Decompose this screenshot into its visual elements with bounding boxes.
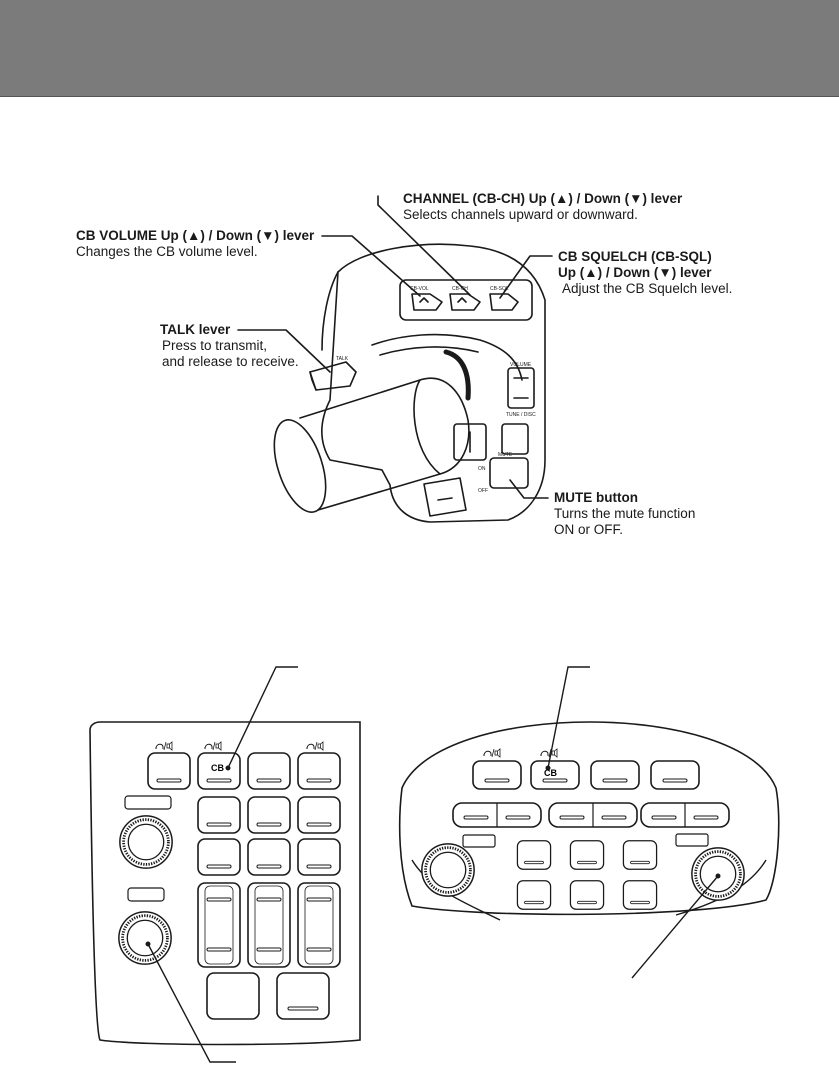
callout-talk: TALK lever Press to transmit, and releas… [160, 322, 299, 370]
cb-vol-lever [411, 293, 443, 311]
switch-housing [320, 243, 546, 523]
volume-rocker [507, 367, 535, 409]
handlebar-grip [299, 377, 470, 511]
mark-talk: TALK [336, 356, 349, 362]
right-cb-label: CB [544, 768, 557, 778]
callout-talk-title: TALK lever [160, 322, 231, 337]
callout-channel-title: CHANNEL (CB-CH) Up (▲) / Down (▼) lever [403, 191, 683, 206]
mark-mute: MUTE [498, 452, 513, 458]
callout-volume-desc: Changes the CB volume level. [76, 244, 258, 259]
mark-tune-disc: TUNE / DISC [506, 412, 536, 418]
top-lever-panel [399, 279, 533, 321]
mark-off: OFF [478, 488, 488, 494]
horn-button [423, 477, 467, 517]
mark-volume: VOLUME [510, 362, 532, 368]
mark-cb-sql: CB-SQL [490, 286, 509, 292]
header-rule [0, 96, 839, 97]
callout-mute: MUTE button Turns the mute function ON o… [554, 490, 695, 538]
callout-mute-desc-1: Turns the mute function [554, 506, 696, 521]
callout-squelch: CB SQUELCH (CB-SQL) Up (▲) / Down (▼) le… [558, 249, 732, 297]
mark-on: ON [478, 466, 486, 472]
mute-button-graphic [489, 457, 529, 489]
mark-cb-vol: CB-VOL [410, 286, 429, 292]
callout-volume-title: CB VOLUME Up (▲) / Down (▼) lever [76, 228, 315, 243]
left-control-panel [89, 666, 361, 1063]
callout-mute-title: MUTE button [554, 490, 638, 505]
callout-mute-desc-2: ON or OFF. [554, 522, 624, 537]
callout-channel: CHANNEL (CB-CH) Up (▲) / Down (▼) lever … [403, 191, 682, 223]
callout-channel-desc: Selects channels upward or downward. [403, 207, 638, 222]
callout-squelch-title-1: CB SQUELCH (CB-SQL) [558, 249, 712, 264]
callout-volume: CB VOLUME Up (▲) / Down (▼) lever Change… [76, 228, 314, 260]
callout-squelch-title-2: Up (▲) / Down (▼) lever [558, 265, 712, 280]
header-bar [0, 0, 839, 96]
cb-sql-lever [489, 293, 519, 311]
mark-cb-ch: CB-CH [452, 286, 468, 292]
callout-talk-desc-1: Press to transmit, [162, 338, 268, 353]
callout-talk-desc-2: and release to receive. [162, 354, 299, 369]
callout-squelch-desc: Adjust the CB Squelch level. [562, 281, 733, 296]
right-control-panel [398, 666, 780, 979]
left-cb-label: CB [211, 763, 224, 773]
cb-ch-lever [449, 293, 481, 311]
